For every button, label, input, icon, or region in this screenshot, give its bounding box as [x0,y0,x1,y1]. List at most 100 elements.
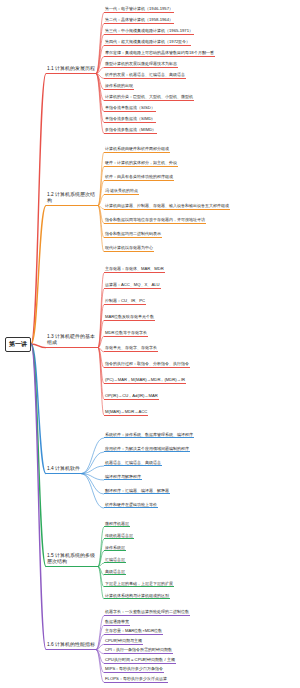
branch-connector [96,35,104,74]
topic-text: 冯·诺依曼机的特点 [105,188,138,193]
topic-text: 主存储器：存储体、MAR、MDR [105,266,164,271]
leaf-topic: 控制器：CU、IR、PC [104,298,146,305]
branch-connector [31,344,46,567]
branch-connector [98,348,104,400]
topic-text: 翻译程序：汇编器、编译器、解释器 [105,488,169,493]
topic-text: 数据通路带宽 [105,619,129,624]
leaf-topic: 冯·诺依曼机的特点 [104,188,139,195]
topic-text: 操作系统的出现 [105,83,133,88]
topic-text: 编译程序与解释程序 [105,474,141,479]
topic-text: 微型计算机的发展以微处理器技术为标志 [105,61,177,66]
leaf-topic: FLOPS：每秒执行多少次浮点运算 [104,676,168,683]
branch-connector [81,438,104,474]
topic-text: 计算机的分类：巨型机、大型机、小型机、微型机 [105,94,193,99]
topic-text: 1.2 计算机系统层次结构 [47,192,97,204]
topic-text: 计算机体系结构与计算机组成的区别 [105,593,169,598]
leaf-topic: 软件和硬件在逻辑功能上等价 [104,502,158,509]
leaf-topic: 摩尔定律：集成电路上可容纳的晶体管数目约每18个月翻一番 [104,50,215,57]
topic-text: 1.4 计算机软件 [47,466,80,472]
branch-connector [96,74,104,134]
leaf-topic: 传统机器语言层 [104,533,134,540]
topic-text: 汇编语言层 [105,557,125,562]
leaf-topic: 软件的发展：机器语言、汇编语言、高级语言 [104,72,186,79]
branch-connector [96,57,104,74]
leaf-topic: 计算机系统由硬件和软件两部分组成 [104,146,170,153]
leaf-topic: 单指令流单数据流（SISD） [104,105,156,112]
topic-text: 第四代：超大规模集成电路计算机（1972至今） [105,39,190,44]
branch-connector [96,650,104,673]
topic-text: MIPS：每秒执行多少百万条指令 [105,666,163,671]
leaf-topic: 单指令流多数据流（SIMD） [104,116,156,123]
leaf-topic: 汇编语言层 [104,557,126,564]
topic-text: 机器字长：一次整数运算所能处理的二进制位数 [105,609,189,614]
topic-text: 系统软件：操作系统、数据库管理系统、编译程序 [105,432,193,437]
topic-text: 第一代：电子管计算机（1946-1957） [105,6,173,11]
branch-topic: 1.1 计算机的发展历程 [46,66,96,74]
topic-text: CPU执行时间 = CPU时钟周期数 / 主频 [105,657,175,662]
leaf-topic: 机器字长：一次整数运算所能处理的二进制位数 [104,609,190,616]
branch-topic: 1.6 计算机的性能指标 [46,642,96,650]
branch-connector [31,344,46,650]
topic-text: 控制器：CU、IR、PC [105,298,145,303]
leaf-topic: 系统软件：操作系统、数据库管理系统、编译程序 [104,432,194,439]
topic-text: 软件的发展：机器语言、汇编语言、高级语言 [105,72,185,77]
leaf-topic: 应用软件：为解决某个应用领域问题编制的程序 [104,446,190,453]
topic-text: 硬件：计算机的实体部分，如主机、外设 [105,160,177,165]
leaf-topic: 指令的执行过程：取指令、分析指令、执行指令 [104,361,190,368]
branch-connector [98,166,104,205]
leaf-topic: 指令和数据均用二进制代码表示 [104,231,162,238]
topic-text: 存储单元、存储字、存储字长 [105,345,157,350]
branch-connector [96,650,104,683]
branch-connector [96,616,104,650]
leaf-topic: 主存容量：MAR位数×MDR位数 [104,628,163,635]
leaf-topic: 硬件：计算机的实体部分，如主机、外设 [104,160,178,167]
leaf-topic: CPU执行时间 = CPU时钟周期数 / 主频 [104,657,176,664]
leaf-topic: 编译程序与解释程序 [104,474,142,481]
topic-text: 指令和数据以同等地位存放于存储器内，并可按地址寻访 [105,217,205,222]
branch-connector [96,635,104,650]
topic-text: 1.5 计算机系统的多级层次结构 [47,553,97,565]
root-topic: 第一讲 [5,337,31,352]
topic-text: 指令的执行过程：取指令、分析指令、执行指令 [105,361,189,366]
topic-text: 第二代：晶体管计算机（1958-1964） [105,17,173,22]
leaf-topic: 机器语言、汇编语言、高级语言 [104,460,162,467]
topic-text: 操作系统层 [105,545,125,550]
topic-text: M(MAR)→MDR→ACC [105,409,147,414]
topic-text: 软件：由具有各类特殊功能的程序组成 [105,174,173,179]
branch-connector [81,452,104,474]
branch-connector [96,68,104,74]
branch-connector [96,13,104,74]
branch-connector [81,466,104,474]
leaf-topic: 第四代：超大规模集成电路计算机（1972至今） [104,39,191,46]
leaf-topic: CPI：执行一条指令所需的时钟周期数 [104,647,173,654]
leaf-topic: 主存储器：存储体、MAR、MDR [104,266,165,273]
topic-text: MDR位数等于存储字长 [105,330,147,335]
leaf-topic: 微程序机器层 [104,521,130,528]
topic-text: 运算器：ACC、MQ、X、ALU [105,282,160,287]
leaf-topic: 现代计算机以存储器为中心 [104,245,154,252]
topic-text: 现代计算机以存储器为中心 [105,245,153,250]
branch-connector [31,206,46,344]
branch-topic: 1.3 计算机硬件的基本组成 [46,334,98,348]
leaf-topic: 存储单元、存储字、存储字长 [104,345,158,352]
topic-text: 主存容量：MAR位数×MDR位数 [105,628,162,633]
topic-text: CPI：执行一条指令所需的时钟周期数 [105,647,172,652]
branch-topic: 1.4 计算机软件 [46,466,81,474]
topic-text: 微程序机器层 [105,521,129,526]
topic-text: 1.3 计算机硬件的基本组成 [47,334,97,346]
topic-text: 单指令流多数据流（SIMD） [105,116,155,121]
leaf-topic: 数据通路带宽 [104,619,130,626]
leaf-topic: 第一代：电子管计算机（1946-1957） [104,6,174,13]
topic-text: 计算机系统由硬件和软件两部分组成 [105,146,169,151]
leaf-topic: 第二代：晶体管计算机（1958-1964） [104,17,174,24]
topic-text: 1.6 计算机的性能指标 [47,642,95,648]
branch-connector [96,644,104,649]
leaf-topic: 微型计算机的发展以微处理器技术为标志 [104,61,178,68]
branch-connector [96,46,104,74]
topic-text: 应用软件：为解决某个应用领域问题编制的程序 [105,446,189,451]
leaf-topic: 多指令流多数据流（MIMD） [104,127,157,134]
branch-connector [81,474,104,508]
leaf-topic: (PC)→MAR，M(MAR)→MDR，(MDR)→IR [104,377,186,384]
leaf-topic: 高级语言层 [104,569,126,576]
